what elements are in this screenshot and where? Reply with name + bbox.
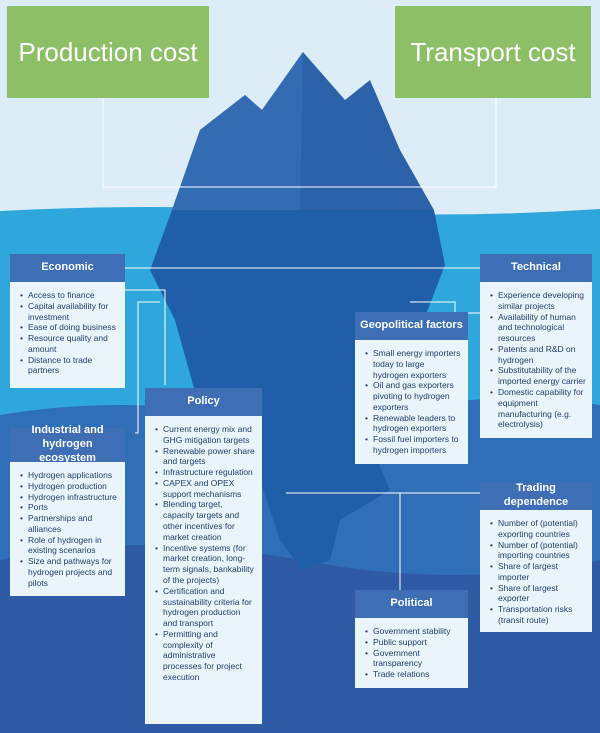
political-list: Government stability Public support Gove… (355, 618, 468, 686)
list-item: Oil and gas exporters pivoting to hydrog… (365, 380, 462, 412)
trading-list: Number of (potential) exporting countrie… (480, 510, 592, 632)
transport-cost-box: Transport cost (395, 6, 591, 98)
policy-title: Policy (145, 388, 262, 416)
list-item: Role of hydrogen in existing scenarios (20, 535, 119, 557)
list-item: Hydrogen infrastructure (20, 492, 119, 503)
technical-card: Technical Experience developing similar … (480, 254, 592, 438)
list-item: Current energy mix and GHG mitigation ta… (155, 424, 256, 446)
economic-list: Access to finance Capital availability f… (10, 282, 125, 382)
list-item: Resource quality and amount (20, 333, 119, 355)
list-item: Small energy importers today to large hy… (365, 348, 462, 380)
list-item: Share of largest exporter (490, 583, 586, 605)
production-cost-box: Production cost (7, 6, 209, 98)
policy-card: Policy Current energy mix and GHG mitiga… (145, 388, 262, 724)
list-item: Public support (365, 637, 462, 648)
economic-title: Economic (10, 254, 125, 282)
list-item: Renewable power share and targets (155, 446, 256, 468)
list-item: CAPEX and OPEX support mechanisms (155, 478, 256, 500)
list-item: Infrastructure regulation (155, 467, 256, 478)
list-item: Substitutability of the imported energy … (490, 365, 586, 387)
political-card: Political Government stability Public su… (355, 590, 468, 688)
policy-list: Current energy mix and GHG mitigation ta… (145, 416, 262, 689)
list-item: Access to finance (20, 290, 119, 301)
list-item: Availability of human and technological … (490, 312, 586, 344)
industrial-title: Industrial and hydrogen ecosystem (10, 424, 125, 464)
list-item: Number of (potential) importing countrie… (490, 540, 586, 562)
geopolitical-title: Geopolitical factors (355, 312, 468, 340)
list-item: Certification and sustainability criteri… (155, 586, 256, 629)
geopolitical-list: Small energy importers today to large hy… (355, 340, 468, 462)
geopolitical-card: Geopolitical factors Small energy import… (355, 312, 468, 464)
list-item: Partnerships and alliances (20, 513, 119, 535)
political-title: Political (355, 590, 468, 618)
list-item: Patents and R&D on hydrogen (490, 344, 586, 366)
trading-title: Trading dependence (480, 482, 592, 510)
list-item: Ease of doing business (20, 322, 119, 333)
technical-list: Experience developing similar projects A… (480, 282, 592, 436)
list-item: Permitting and complexity of administrat… (155, 629, 256, 683)
list-item: Number of (potential) exporting countrie… (490, 518, 586, 540)
industrial-list: Hydrogen applications Hydrogen productio… (10, 462, 125, 595)
list-item: Experience developing similar projects (490, 290, 586, 312)
list-item: Capital availability for investment (20, 301, 119, 323)
iceberg-under-water (150, 210, 445, 570)
list-item: Hydrogen production (20, 481, 119, 492)
list-item: Government transparency (365, 648, 462, 670)
list-item: Fossil fuel importers to hydrogen import… (365, 434, 462, 456)
list-item: Trade relations (365, 669, 462, 680)
economic-card: Economic Access to finance Capital avail… (10, 254, 125, 388)
list-item: Domestic capability for equipment manufa… (490, 387, 586, 430)
list-item: Government stability (365, 626, 462, 637)
list-item: Share of largest importer (490, 561, 586, 583)
technical-title: Technical (480, 254, 592, 282)
iceberg-peak-light (172, 52, 303, 210)
list-item: Incentive systems (for market creation, … (155, 543, 256, 586)
list-item: Blending target, capacity targets and ot… (155, 499, 256, 542)
list-item: Hydrogen applications (20, 470, 119, 481)
list-item: Size and pathways for hydrogen projects … (20, 556, 119, 588)
connector-lines (102, 98, 497, 590)
trading-card: Trading dependence Number of (potential)… (480, 482, 592, 632)
list-item: Distance to trade partners (20, 355, 119, 377)
list-item: Ports (20, 502, 119, 513)
list-item: Renewable leaders to hydrogen exporters (365, 413, 462, 435)
industrial-card: Industrial and hydrogen ecosystem Hydrog… (10, 424, 125, 596)
list-item: Transportation risks (transit route) (490, 604, 586, 626)
